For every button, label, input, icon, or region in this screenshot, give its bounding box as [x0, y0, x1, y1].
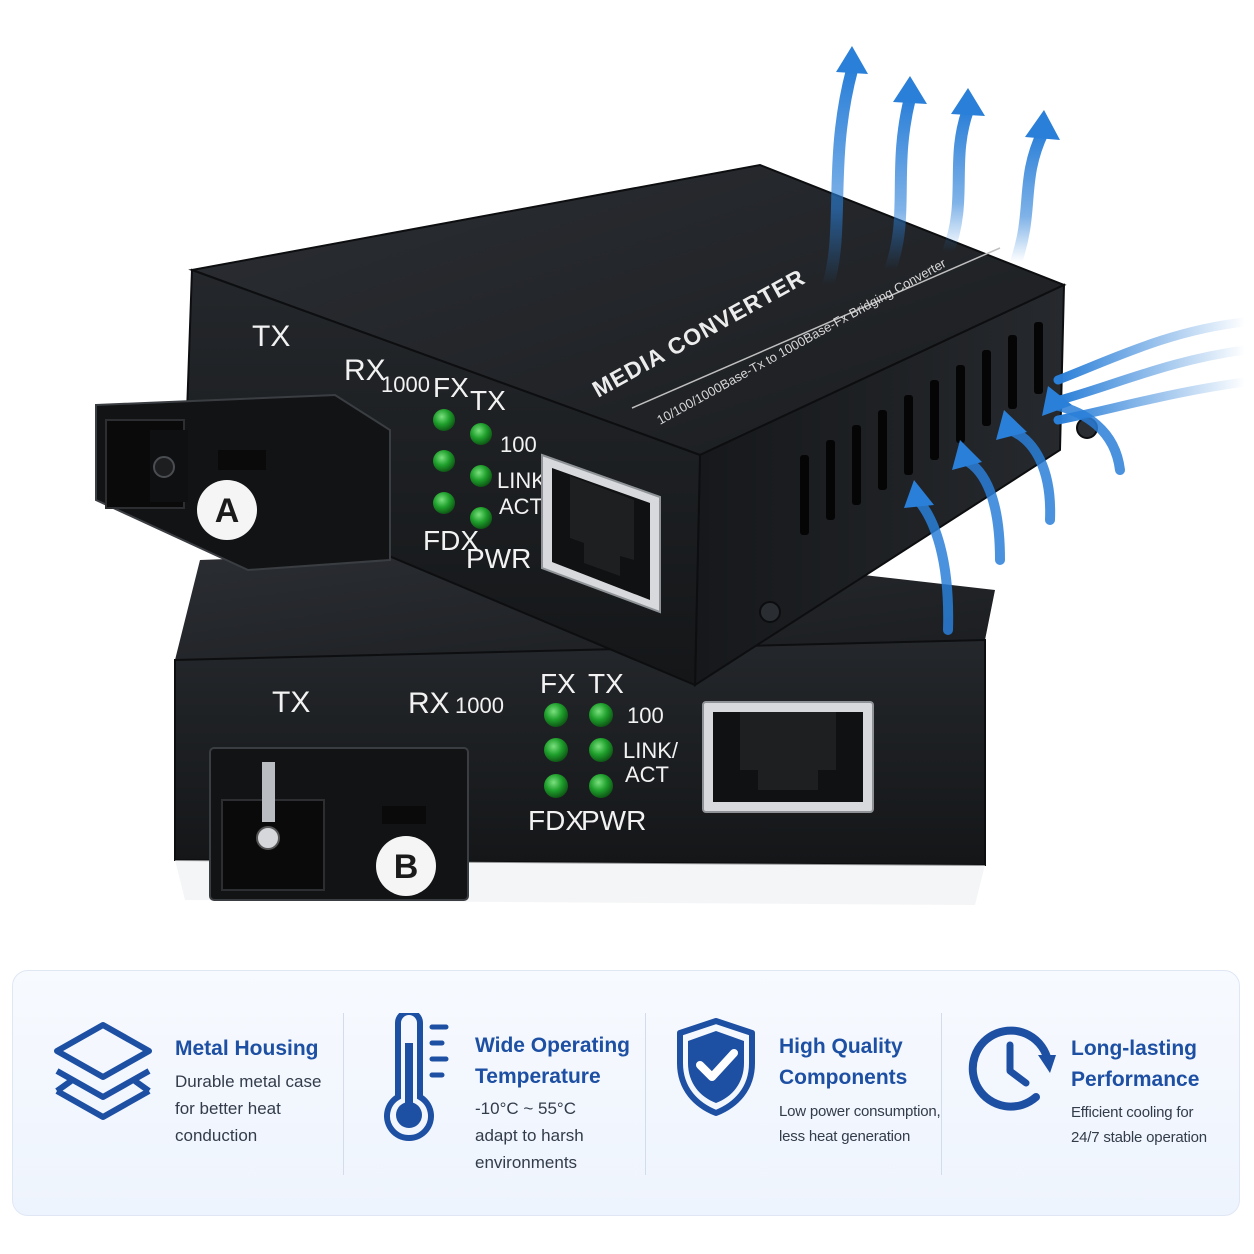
- a-led-pwr-label: PWR: [466, 543, 531, 574]
- b-led-tx-label: TX: [588, 668, 624, 699]
- feature-description: Low power consumption, less heat generat…: [779, 1103, 941, 1145]
- feature-title: Wide Operating Temperature: [475, 1034, 630, 1088]
- converter-b: TX RX 1000 B FX TX 100 LINK/ ACT FDX: [174, 545, 995, 905]
- product-photo: TX RX 1000 B FX TX 100 LINK/ ACT FDX: [95, 46, 1250, 905]
- divider: [645, 1013, 646, 1175]
- airflow-arrow-icon: [893, 76, 927, 104]
- b-led-100-label: 100: [627, 703, 664, 728]
- a-led-100: [470, 465, 492, 487]
- b-led-100: [589, 738, 613, 762]
- b-led-tx: [589, 703, 613, 727]
- b-speed-label: 1000: [455, 693, 504, 718]
- feature-description: -10°C ~ 55°C adapt to harsh environments: [475, 1099, 584, 1172]
- b-led-fdx-label: FDX: [528, 805, 584, 836]
- a-rj45-port: [541, 453, 661, 614]
- airflow-arrows: [822, 46, 1250, 635]
- clock-refresh-icon: [968, 1026, 1056, 1111]
- feature-temperature: Wide Operating Temperature -10°C ~ 55°C …: [344, 971, 644, 1217]
- feature-title: High Quality Components: [779, 1035, 908, 1089]
- a-fiber-port: A: [95, 393, 391, 572]
- b-badge-circle: [376, 836, 436, 896]
- b-led-link-label-2: ACT: [625, 762, 669, 787]
- shield-check-icon: [677, 1018, 755, 1116]
- airflow-arrow-icon: [836, 46, 868, 74]
- a-port-rx-label: RX: [344, 354, 386, 387]
- a-badge-label: A: [215, 492, 240, 530]
- a-led-tx-label: TX: [470, 385, 506, 416]
- a-led-fdx: [433, 492, 455, 514]
- b-led-fdx: [544, 774, 568, 798]
- a-badge-circle: [197, 480, 257, 540]
- b-rj45-port: [702, 701, 874, 813]
- feature-performance: Long-lasting Performance Efficient cooli…: [942, 971, 1241, 1217]
- a-vent-slots: [800, 322, 1043, 535]
- b-fiber-port: B: [209, 747, 469, 901]
- b-led-panel: FX TX 100 LINK/ ACT FDX PWR: [528, 668, 679, 836]
- b-badge-label: B: [394, 848, 419, 886]
- feature-components: High Quality Components Low power consum…: [646, 971, 941, 1217]
- b-led-pwr-label: PWR: [581, 805, 646, 836]
- b-led-fx-label: FX: [540, 668, 576, 699]
- a-led-link-label-2: ACT: [499, 494, 543, 519]
- feature-title: Long-lasting Performance: [1071, 1037, 1200, 1091]
- thermometer-icon: [384, 1013, 449, 1142]
- airflow-arrow-icon: [1025, 110, 1060, 140]
- b-port-tx-label: TX: [272, 686, 310, 719]
- a-led-100-label: 100: [500, 432, 537, 457]
- b-led-fx: [544, 703, 568, 727]
- a-led-fx: [433, 409, 455, 431]
- feature-metal-housing: Metal Housing Durable metal case for bet…: [13, 971, 343, 1217]
- a-led-fx-label: FX: [433, 372, 469, 403]
- features-panel: Metal Housing Durable metal case for bet…: [12, 970, 1240, 1216]
- a-led-link: [433, 450, 455, 472]
- divider: [941, 1013, 942, 1175]
- b-led-link-label-1: LINK/: [623, 738, 679, 763]
- b-led-pwr: [589, 774, 613, 798]
- feature-description: Efficient cooling for 24/7 stable operat…: [1071, 1104, 1207, 1146]
- converter-a: MEDIA CONVERTER 10/100/1000Base-Tx to 10…: [95, 163, 1098, 687]
- a-speed-label: 1000: [381, 372, 430, 397]
- layers-icon: [54, 1022, 152, 1120]
- airflow-arrow-icon: [951, 88, 985, 116]
- a-led-pwr: [470, 507, 492, 529]
- divider: [343, 1013, 344, 1175]
- a-screw-icon: [759, 601, 781, 623]
- feature-title: Metal Housing: [175, 1037, 319, 1060]
- a-led-panel: FX TX 100 LINK/ ACT FDX PWR: [423, 372, 553, 574]
- b-led-link: [544, 738, 568, 762]
- a-led-tx: [470, 423, 492, 445]
- feature-description: Durable metal case for better heat condu…: [175, 1072, 322, 1145]
- b-port-rx-label: RX: [408, 687, 450, 720]
- a-port-tx-label: TX: [252, 320, 290, 353]
- a-led-fdx-label: FDX: [423, 525, 479, 556]
